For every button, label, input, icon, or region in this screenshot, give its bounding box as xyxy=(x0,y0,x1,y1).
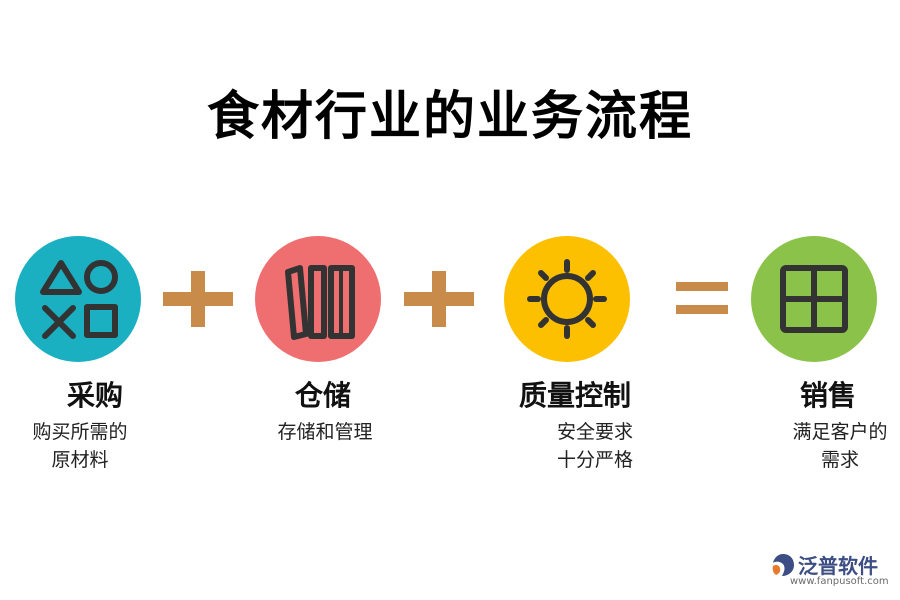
step-circle-storage xyxy=(255,236,381,362)
equals-icon xyxy=(676,279,728,319)
step-desc-line: 存储和管理 xyxy=(277,421,373,443)
plus-icon xyxy=(404,271,474,327)
brand-logo: 泛普软件 www.fanpusoft.com xyxy=(770,548,896,594)
step-circle-quality xyxy=(504,236,630,362)
step-title-quality: 质量控制 xyxy=(518,379,631,412)
step-desc-line: 满足客户的 xyxy=(792,421,888,443)
logo-url: www.fanpusoft.com xyxy=(790,576,889,587)
step-desc-line: 原材料 xyxy=(51,449,109,471)
step-desc-line: 需求 xyxy=(820,449,859,471)
logo-name: 泛普软件 xyxy=(798,554,878,578)
grid-icon xyxy=(751,236,877,362)
step-desc-line: 安全要求 xyxy=(556,421,633,443)
sun-icon xyxy=(504,236,630,362)
step3-bg xyxy=(504,236,630,362)
step-desc-line: 购买所需的 xyxy=(32,421,128,443)
plus-icon xyxy=(163,271,233,327)
step-desc-storage: 存储和管理 xyxy=(255,418,395,446)
step2-bg xyxy=(255,236,381,362)
step-title-purchase: 采购 xyxy=(66,379,123,412)
step-desc-purchase: 购买所需的 原材料 xyxy=(10,418,150,474)
shapes-icon xyxy=(15,236,141,362)
step-title-storage: 仓储 xyxy=(294,379,351,412)
step-circle-purchase xyxy=(15,236,141,362)
step-desc-quality: 安全要求 十分严格 xyxy=(530,418,660,474)
logo-mark-icon xyxy=(772,554,794,576)
step-desc-line: 十分严格 xyxy=(556,449,633,471)
step1-bg xyxy=(15,236,141,362)
books-icon xyxy=(255,236,381,362)
step-title-sales: 销售 xyxy=(799,379,856,412)
page-title: 食材行业的业务流程 xyxy=(206,86,693,147)
step-circle-sales xyxy=(751,236,877,362)
step-desc-sales: 满足客户的 需求 xyxy=(770,418,900,474)
